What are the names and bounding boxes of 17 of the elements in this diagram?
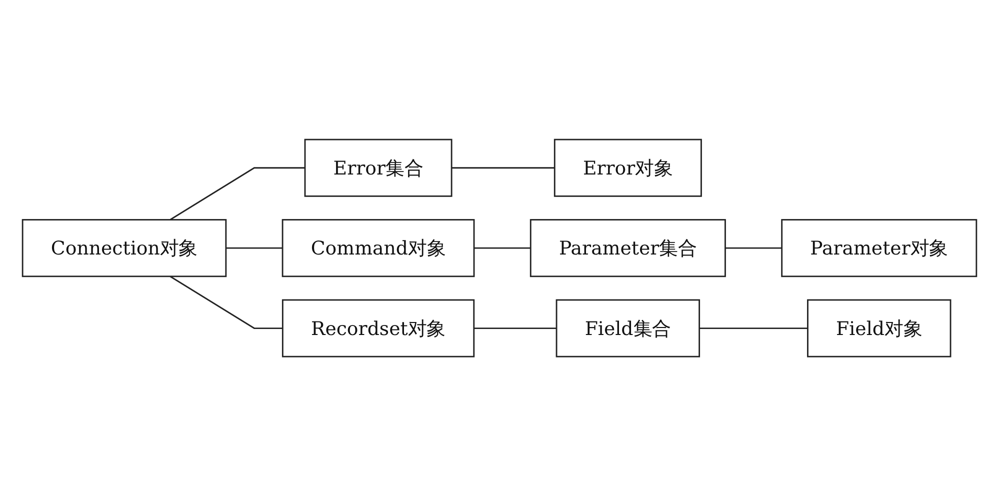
node-box: Field集合 [556,300,700,358]
connector [170,276,283,330]
node-box: Connection对象 [22,219,227,278]
node-box: Error对象 [554,139,702,198]
connector [699,328,808,330]
node-box: Error集合 [304,139,452,198]
node-box: Command对象 [282,219,475,278]
connector [452,168,555,169]
connector [170,168,305,221]
connector [474,328,557,330]
node-box: Recordset对象 [282,300,475,358]
node-box: Field对象 [807,300,952,358]
node-box: Parameter对象 [781,219,978,278]
node-box: Parameter集合 [530,219,726,278]
connector [226,248,283,250]
connector [474,248,531,250]
connector [725,248,782,250]
